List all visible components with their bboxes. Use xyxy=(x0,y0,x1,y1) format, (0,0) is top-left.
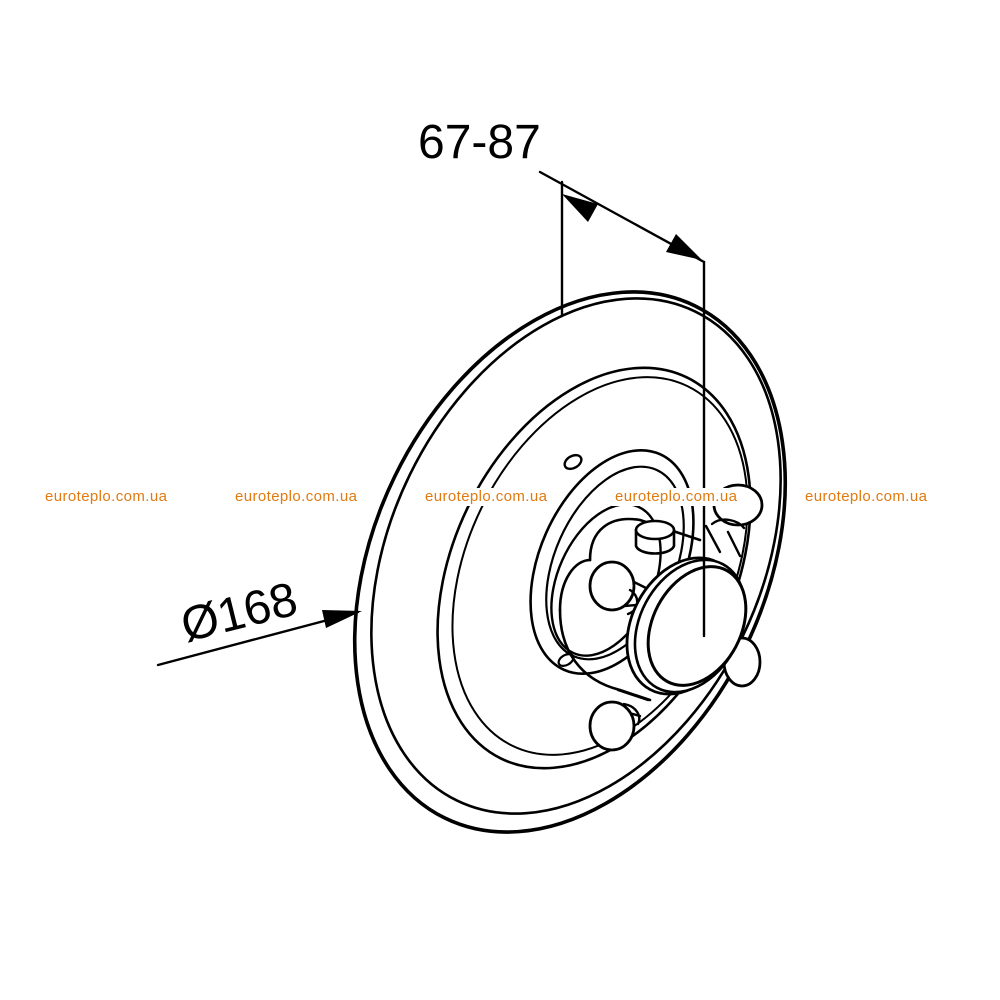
knob-bottom-collar xyxy=(622,702,641,726)
depth-label: 67-87 xyxy=(418,116,541,169)
watermark-5: euroteplo.com.ua xyxy=(802,488,931,506)
screw-hole-top xyxy=(563,453,583,471)
watermark-4: euroteplo.com.ua xyxy=(612,488,741,506)
indicator-pin xyxy=(634,519,676,555)
pin-body xyxy=(634,528,676,555)
watermark-2: euroteplo.com.ua xyxy=(232,488,361,506)
depth-arrow-left-icon xyxy=(562,194,598,222)
body-side xyxy=(558,558,592,612)
knob-top-right-collar xyxy=(710,518,746,530)
knob-bottom-icon xyxy=(588,700,636,752)
diameter-arrow-icon xyxy=(322,610,362,628)
escutcheon-plate xyxy=(352,290,788,834)
diameter-label: Ø168 xyxy=(176,573,303,653)
knob-left-icon xyxy=(588,560,636,612)
body-outline xyxy=(558,517,702,702)
depth-arrow-right-icon xyxy=(666,234,702,260)
cap-face xyxy=(646,565,748,687)
spoke-top-right xyxy=(704,524,742,558)
handle-cap xyxy=(625,556,748,696)
valve-body xyxy=(558,517,702,702)
watermark-3: euroteplo.com.ua xyxy=(422,488,551,506)
watermark-1: euroteplo.com.ua xyxy=(42,488,171,506)
plate-inner-ring xyxy=(436,366,752,770)
pin-top xyxy=(634,519,676,541)
plate-outer-rim xyxy=(352,290,788,834)
